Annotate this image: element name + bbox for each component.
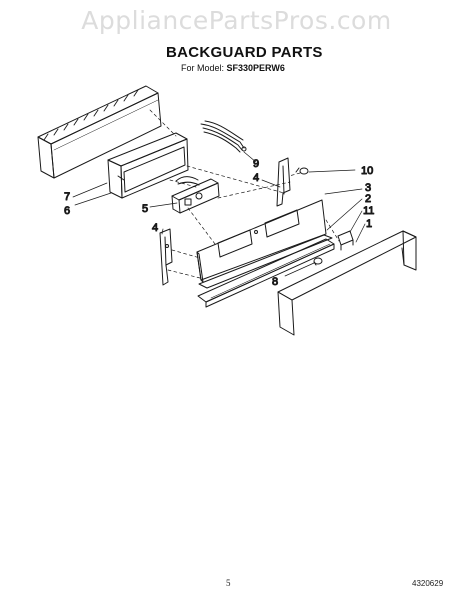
- callout-9: 9: [253, 158, 259, 170]
- document-number: 4320629: [412, 579, 444, 588]
- callout-7: 7: [64, 191, 70, 203]
- part-clip: [295, 167, 309, 175]
- part-front-panel: [277, 230, 417, 336]
- model-prefix: For Model:: [181, 63, 225, 73]
- part-switch-bracket: [171, 178, 220, 214]
- callout-1: 1: [366, 218, 372, 230]
- callout-11: 11: [363, 205, 374, 217]
- assembly-lines: [149, 109, 340, 279]
- callout-3: 3: [365, 182, 371, 194]
- part-frame-box: [107, 132, 189, 199]
- part-switch: [337, 230, 354, 251]
- callout-10: 10: [361, 165, 373, 177]
- leader-lines: [72, 151, 366, 277]
- callout-6: 6: [64, 205, 70, 217]
- page-title: BACKGUARD PARTS: [166, 44, 323, 61]
- watermark: AppliancePartsPros.com: [81, 6, 392, 35]
- part-switch-wires: [175, 176, 200, 186]
- model-line: For Model: SF330PERW6: [181, 63, 285, 73]
- part-back-panel: [37, 85, 162, 179]
- part-bottom-rail: [197, 238, 335, 308]
- part-side-bracket-left: [159, 228, 173, 286]
- callout-8: 8: [272, 276, 278, 288]
- model-number: SF330PERW6: [226, 63, 285, 73]
- part-control-panel: [196, 199, 327, 283]
- callout-2: 2: [365, 193, 371, 205]
- part-indicator-light: [313, 257, 323, 266]
- page-number: 5: [226, 578, 231, 588]
- callout-4-right: 4: [253, 172, 259, 184]
- callout-4-left: 4: [152, 222, 158, 234]
- callout-5: 5: [142, 203, 148, 215]
- part-side-bracket-right: [276, 157, 291, 207]
- part-wire-harness: [200, 120, 247, 153]
- part-trim-strip: [198, 234, 333, 289]
